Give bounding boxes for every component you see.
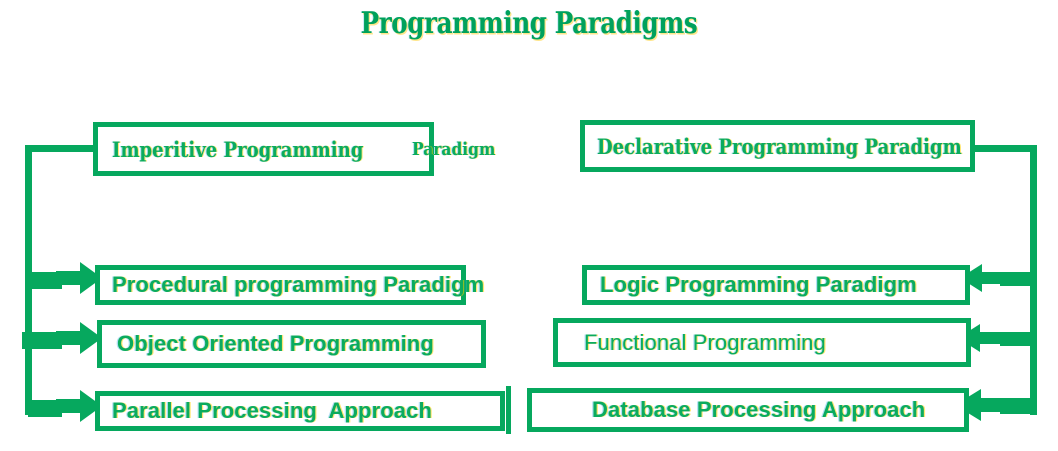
left-arrow-1-icon xyxy=(56,262,102,300)
box-parallel-processing-approach[interactable]: Parallel Processing Approach xyxy=(95,391,505,431)
box-imperitive-programming-paradigm[interactable]: Imperitive Programming Paradigm xyxy=(93,122,495,176)
box-label: Functional Programming xyxy=(584,329,826,355)
box-label: Procedural programming Paradigm xyxy=(112,272,485,297)
box-label: Logic Programming Paradigm xyxy=(600,272,917,297)
box-database-processing-approach[interactable]: Database Processing Approach xyxy=(527,388,969,432)
left-branch-stem-2 xyxy=(22,332,62,349)
database-box-left-stub xyxy=(506,386,511,434)
left-branch-stem-1 xyxy=(28,272,62,289)
box-label: Imperitive Programming xyxy=(112,136,370,162)
left-trunk-top-connector xyxy=(25,145,97,152)
box-label: Object Oriented Programming xyxy=(117,331,434,356)
box-label: Database Processing Approach xyxy=(592,397,926,422)
page-title: Programming Paradigms xyxy=(360,6,698,41)
box-logic-programming-paradigm[interactable]: Logic Programming Paradigm xyxy=(582,265,970,305)
box-procedural-programming-paradigm[interactable]: Procedural programming Paradigm xyxy=(95,265,484,305)
right-arrow-3-icon xyxy=(955,389,1011,427)
left-branch-stem-3 xyxy=(28,400,62,417)
left-arrow-2-icon xyxy=(56,322,102,360)
box-label: Declarative Programming Paradigm xyxy=(597,133,962,159)
box-object-oriented-programming[interactable]: Object Oriented Programming xyxy=(97,320,486,368)
box-label-suffix: Paradigm xyxy=(411,138,495,160)
right-branch-stem-2 xyxy=(1000,332,1037,346)
right-branch-stem-1 xyxy=(1000,272,1037,286)
box-functional-programming[interactable]: Functional Programming xyxy=(553,318,971,367)
right-trunk-top-connector xyxy=(965,145,1037,152)
box-declarative-programming-paradigm[interactable]: Declarative Programming Paradigm xyxy=(580,120,975,172)
box-label: Parallel Processing Approach xyxy=(112,398,432,423)
left-arrow-3-icon xyxy=(56,390,102,428)
right-arrow-1-icon xyxy=(960,264,1008,298)
